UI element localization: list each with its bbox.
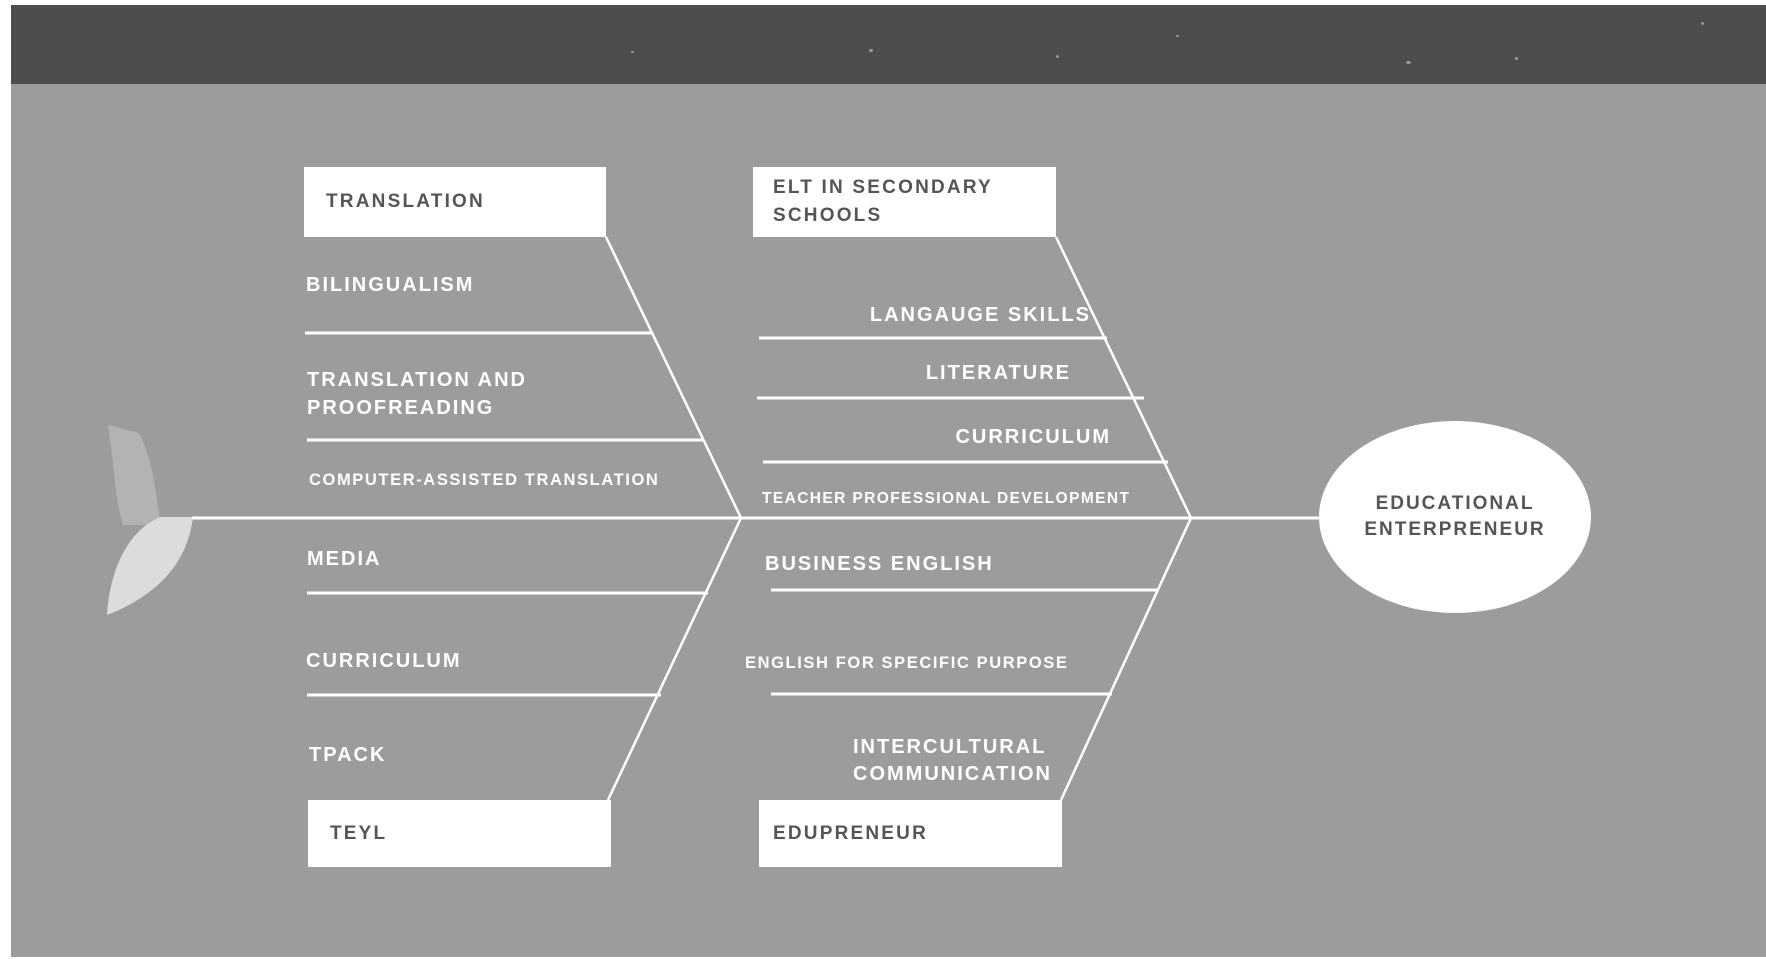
cause-label-literature: LITERATURE [925,362,1071,384]
fishbone-lines [107,236,1319,801]
bone-teyl [606,517,743,801]
fish-tail-lower [107,517,193,615]
cause-label-intercultural-line1: INTERCULTURAL [853,736,1047,758]
category-box-elt-secondary: ELT IN SECONDARY SCHOOLS [753,167,1056,237]
cause-label-bilingualism: BILINGUALISM [306,274,475,296]
cause-label-tpack: TPACK [309,744,387,766]
category-title-line2: SCHOOLS [773,205,883,226]
cause-label-esp: ENGLISH FOR SPECIFIC PURPOSE [745,654,1069,672]
cause-label-language-skills: LANGAUGE SKILLS [869,304,1091,326]
cause-label-curriculum: CURRICULUM [306,650,462,672]
fish-tail-upper [108,425,161,525]
cause-label-translation-line2: PROOFREADING [307,397,495,419]
category-title: TEYL [330,822,388,844]
top-band [11,5,1766,84]
bone-elt-secondary [1054,236,1193,519]
category-box-teyl: TEYL [308,800,611,867]
cause-label-cat: COMPUTER-ASSISTED TRANSLATION [309,471,660,489]
cause-label-curriculum: CURRICULUM [955,426,1111,448]
cause-label-translation-line1: TRANSLATION AND [307,369,527,391]
bone-edupreneur [1059,517,1193,801]
effect-line2: ENTERPRENEUR [1364,519,1546,540]
cause-label-intercultural-line2: COMMUNICATION [853,763,1052,785]
category-box-edupreneur: EDUPRENEUR [759,800,1062,867]
fishbone-canvas: TRANSLATION ELT IN SECONDARY SCHOOLS TEY… [11,5,1766,957]
category-box-translation: TRANSLATION [304,167,606,237]
category-title: TRANSLATION [326,191,485,212]
bone-translation [604,236,743,519]
category-title: EDUPRENEUR [773,822,929,844]
effect-line1: EDUCATIONAL [1375,493,1535,514]
category-title-line1: ELT IN SECONDARY [773,177,993,198]
fish-head-effect: EDUCATIONAL ENTERPRENEUR [1319,421,1591,613]
cause-label-business-english: BUSINESS ENGLISH [765,553,994,575]
cause-label-media: MEDIA [307,548,382,570]
cause-label-teacher-development: TEACHER PROFESSIONAL DEVELOPMENT [762,490,1131,507]
